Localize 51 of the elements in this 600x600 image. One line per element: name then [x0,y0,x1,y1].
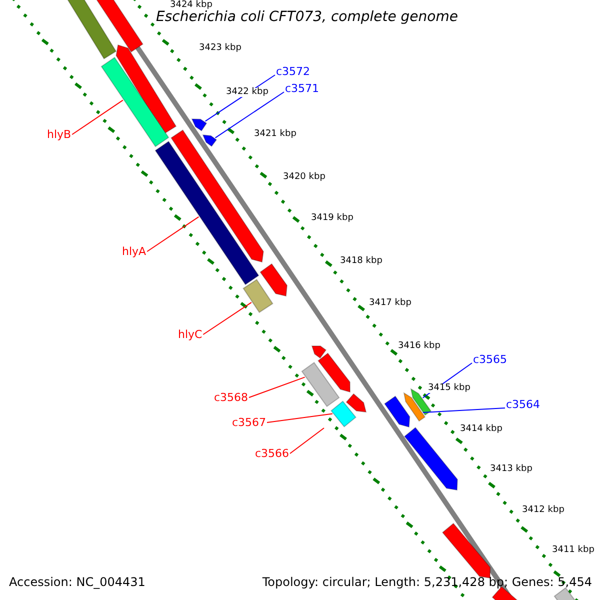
leader-line [214,92,284,138]
tick-label: 3424 kbp [170,1,212,10]
gene-feature [100,56,170,148]
tick-label: 3413 kbp [490,465,532,474]
gene-feature [442,522,491,579]
gene-feature [346,393,367,413]
gene-label: c3566 [255,448,290,459]
gene-feature [330,400,356,428]
gene-label: c3571 [285,83,320,94]
tick-label: 3418 kbp [340,257,382,266]
gene-label: hlyB [47,129,72,140]
tick-label: 3423 kbp [199,44,242,53]
gene-feature [116,44,177,134]
leader-line [266,413,333,423]
gene-feature [403,392,426,422]
tick-label: 3422 kbp [226,88,268,97]
leader-line [422,408,506,413]
gene-feature [242,278,274,314]
gene-feature [311,346,327,359]
tick-label: 3420 kbp [283,173,326,182]
tick-label: 3416 kbp [398,342,440,351]
gene-feature [154,140,260,286]
gene-label: c3572 [276,66,310,77]
tick-label: 3415 kbp [428,384,470,393]
tick-label: 3414 kbp [460,425,502,434]
leader-line [202,302,252,335]
diagram-title: Escherichia coli CFT073, complete genome [154,10,460,24]
tick-label: 3419 kbp [311,214,354,223]
gene-feature [191,118,208,132]
gene-label: hlyC [178,329,202,340]
gene-label: hlyA [122,246,146,257]
gene-feature [404,426,458,491]
accession-text: Accession: NC_004431 [9,576,146,588]
genome-stats-text: Topology: circular; Length: 5,231,428 bp; Genes: 5,454 [262,576,592,588]
gene-label: c3568 [214,392,248,403]
gene-feature [202,134,218,147]
tick-label: 3411 kbp [552,546,594,555]
tick-label: 3412 kbp [522,506,564,515]
leader-line [72,100,124,135]
gene-label: c3564 [506,399,540,410]
gene-label: c3565 [473,354,508,365]
gene-feature [260,263,288,297]
leader-line [290,428,324,454]
gene-feature [318,352,350,393]
tick-label: 3421 kbp [254,130,296,139]
leader-line [146,216,200,252]
leader-line [248,376,306,398]
gene-feature [384,396,410,428]
gene-feature [301,362,340,408]
gene-label: c3567 [232,417,266,428]
tick-label: 3417 kbp [369,299,412,308]
